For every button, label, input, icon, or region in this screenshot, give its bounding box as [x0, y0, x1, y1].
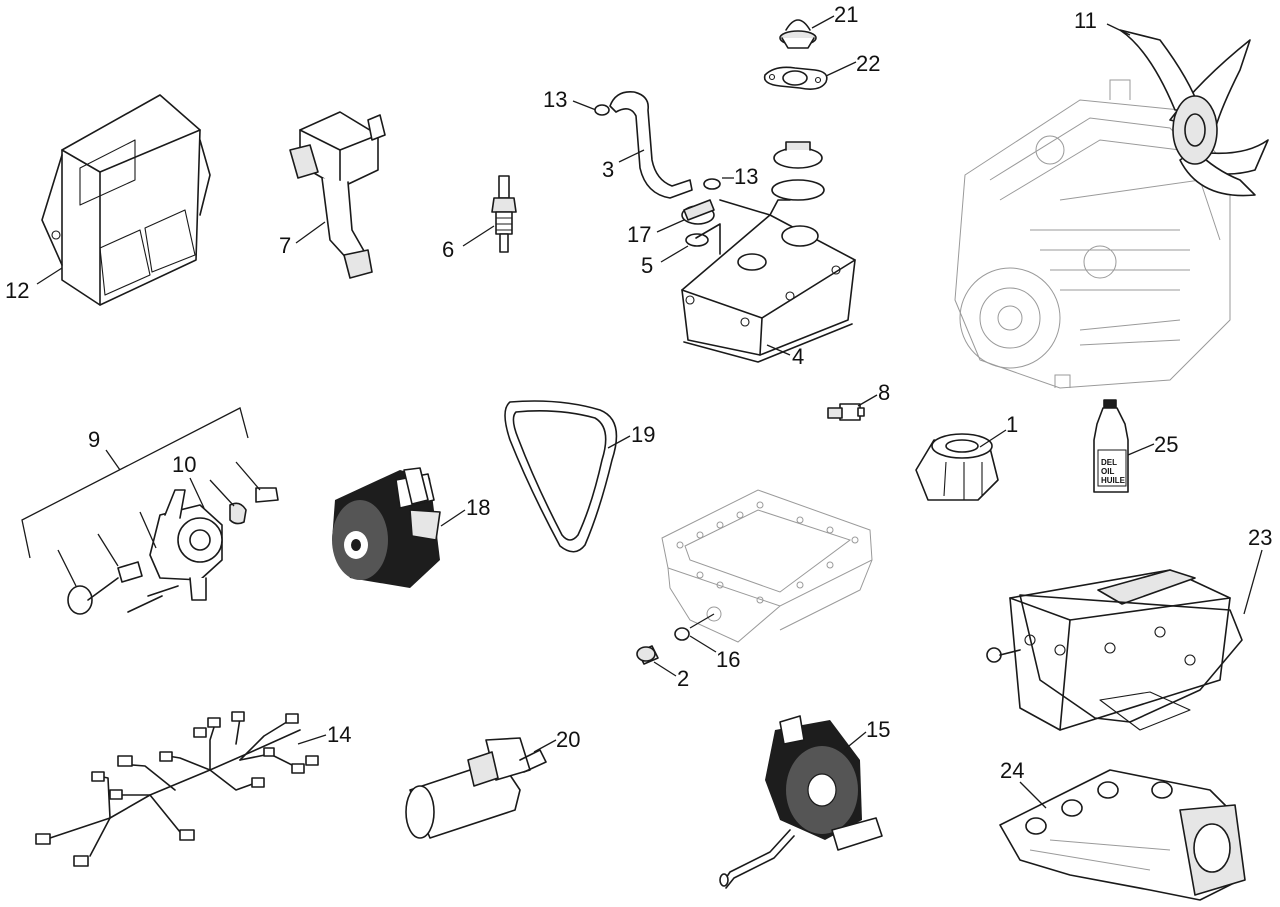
breather-cap	[771, 141, 825, 201]
spark-plug	[491, 175, 517, 253]
callout-1: 1	[1006, 412, 1018, 437]
callout-8: 8	[878, 380, 890, 405]
hose-clamp-lower	[703, 178, 721, 190]
callout-15: 15	[866, 717, 890, 742]
callout-24: 24	[1000, 758, 1024, 783]
oil-filter	[915, 433, 999, 501]
callout-16: 16	[716, 647, 740, 672]
callout-9: 9	[88, 427, 100, 452]
valve-cover	[681, 199, 856, 363]
oil-pressure-sensor	[827, 403, 865, 421]
callout-6: 6	[442, 237, 454, 262]
callout-18: 18	[466, 495, 490, 520]
callout-12: 12	[5, 278, 29, 303]
drive-belt	[504, 400, 618, 553]
callout-20: 20	[556, 727, 580, 752]
oil-bottle-label-line1: DEL	[1101, 458, 1117, 467]
callout-23: 23	[1248, 525, 1272, 550]
thermostat-gasket	[763, 66, 828, 90]
callout-5: 5	[641, 253, 653, 278]
intake-manifold-gasket	[1019, 594, 1243, 731]
callout-3: 3	[602, 157, 614, 182]
oil-bottle-label-line2: OIL	[1101, 467, 1114, 476]
callout-11: 11	[1074, 8, 1097, 33]
intake-manifold	[986, 569, 1231, 731]
lpg-regulator	[719, 715, 883, 889]
callout-21: 21	[834, 2, 858, 27]
wiring-harness	[35, 711, 319, 867]
callout-25: 25	[1154, 432, 1178, 457]
engine-fan	[1119, 29, 1269, 197]
callout-19: 19	[631, 422, 655, 447]
callout-10: 10	[172, 452, 196, 477]
hose-clamp-upper	[594, 104, 610, 116]
alternator	[332, 467, 441, 588]
thermostat	[779, 19, 817, 49]
oil-bottle-label-line3: HUILE	[1101, 476, 1126, 485]
oil-pan	[661, 489, 873, 643]
callout-17: 17	[627, 222, 651, 247]
callout-7: 7	[279, 233, 291, 258]
oil-drain-plug	[636, 645, 659, 665]
water-pump	[67, 487, 279, 615]
callout-22: 22	[856, 51, 880, 76]
water-pump-kit-bracket	[21, 407, 249, 559]
filler-cap-seal	[685, 233, 709, 247]
oil-drain-washer	[674, 627, 690, 641]
oil-bottle	[1093, 399, 1129, 493]
exhaust-manifold	[999, 769, 1246, 901]
callout-13a: 13	[543, 87, 567, 112]
starter-motor	[405, 737, 547, 839]
oil-filler-cap	[681, 199, 715, 225]
callout-4: 4	[792, 344, 804, 369]
callout-2: 2	[677, 666, 689, 691]
ignition-coil	[289, 111, 386, 279]
callout-14: 14	[327, 722, 351, 747]
callout-13b: 13	[734, 164, 758, 189]
ecu-module	[41, 94, 211, 306]
breather-hose	[609, 90, 693, 199]
